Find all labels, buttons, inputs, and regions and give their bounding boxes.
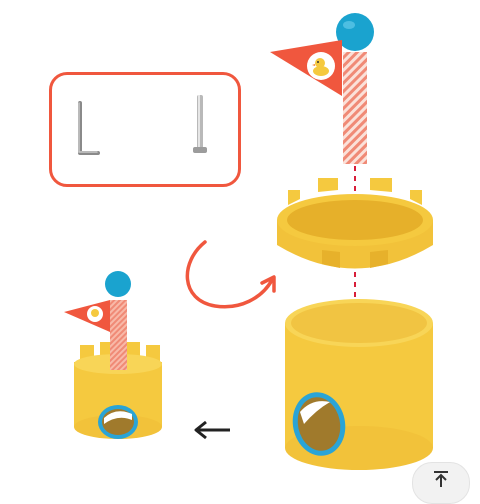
screw-icon xyxy=(193,95,207,153)
parts-illustration xyxy=(78,95,207,155)
flag xyxy=(270,40,342,96)
assembly-instruction-canvas xyxy=(49,13,470,504)
corner-button[interactable] xyxy=(412,462,470,504)
left-arrow-icon xyxy=(194,420,230,440)
pole-with-ball xyxy=(336,13,374,164)
castle-base xyxy=(285,299,433,470)
parts-box xyxy=(49,72,241,187)
upload-icon xyxy=(434,471,448,487)
castle-top xyxy=(277,178,433,269)
assembled-castle xyxy=(64,271,162,439)
duck-icon xyxy=(312,58,329,76)
allen-key-icon xyxy=(78,101,100,155)
assembly-illustration xyxy=(64,13,433,470)
castle-window xyxy=(292,392,346,456)
curved-arrow-icon xyxy=(185,240,276,309)
